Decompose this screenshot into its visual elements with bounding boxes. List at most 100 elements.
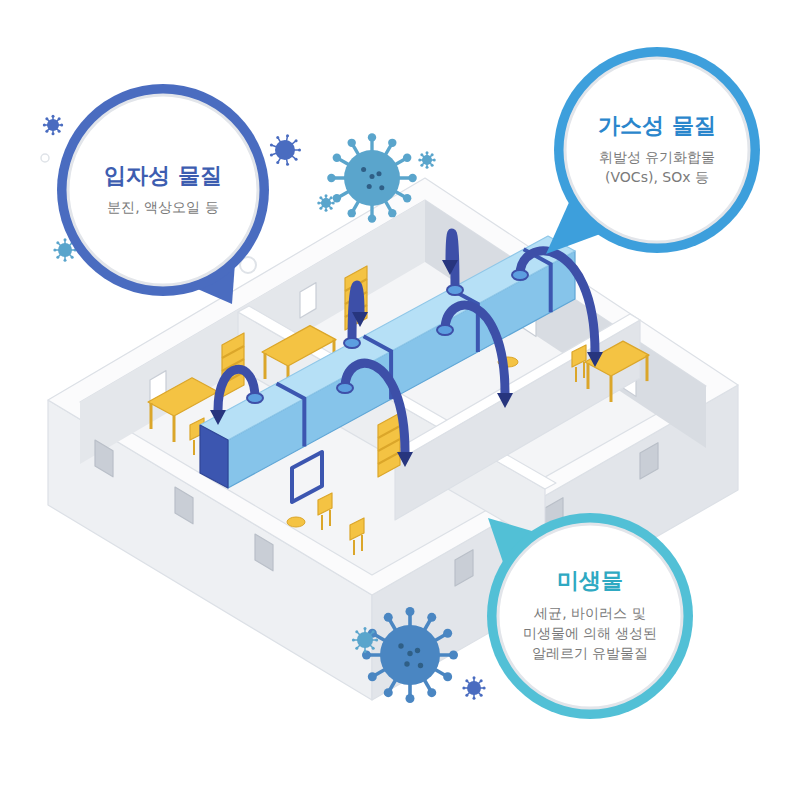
virus-knob [317,202,320,205]
pipe-collar [337,383,353,393]
virus-knob [64,238,67,241]
bubble-ring [57,84,269,296]
bubble-face [498,524,682,708]
virus-knob [43,124,46,127]
table-leg [610,376,613,402]
virus [270,134,301,166]
virus-knob [443,672,452,681]
table [148,378,218,416]
window [455,550,473,586]
diffuser [442,260,458,275]
window [175,487,193,524]
virus-knob [372,630,375,633]
virus-body [321,198,331,208]
pipe-collar [512,270,528,280]
virus [352,627,378,653]
virus-knob [64,259,67,262]
virus-dot [418,663,423,668]
callout-heading: 미생물 [557,568,623,594]
decor-ring [41,154,49,162]
pipe-collar [437,325,453,335]
callout-body: 세균, 바이러스 및 미생물에 의해 생성된 알레르기 유발물질 [516,603,664,664]
diffuser [352,312,368,327]
table-leg [646,355,649,381]
virus-knob [362,651,371,660]
virus-knob [368,672,377,681]
virus-knob [348,209,356,217]
virus-knob [384,613,393,622]
chair-leg [321,515,323,530]
callout-body: 휘발성 유기화합물 (VOCs), SOx 등 [582,147,732,188]
bubble-face [68,95,258,285]
shelf-board [378,452,400,464]
callout-heading: 입자성 물질 [104,163,222,189]
chair-leg [361,535,363,551]
virus-knob [431,153,434,156]
duct-joint [451,289,478,352]
virus-knob [406,694,415,703]
chair-leg [193,440,195,455]
duct-joint [277,383,305,446]
virus-knob [52,115,55,118]
duct [200,236,575,502]
virus [317,194,335,212]
virus-knob [427,613,436,622]
callout-bubble: 입자성 물질분진, 액상오일 등 [57,84,269,296]
virus-knob [426,166,429,169]
virus-knob [330,196,333,199]
virus [462,676,485,699]
pipe [218,369,255,410]
virus-knob [56,256,59,259]
virus-body [47,119,59,131]
stool [287,517,305,527]
bubble-ring [554,47,760,253]
shelf-board [378,426,400,438]
virus [362,607,458,703]
virus-knob [473,676,476,679]
window [640,443,658,479]
virus-knob [388,139,396,147]
virus-knob [403,194,411,202]
table-leg [587,363,590,389]
table-leg [150,403,153,429]
callout-body: 분진, 액상오일 등 [107,197,218,217]
bubble-text: 미생물세균, 바이러스 및 미생물에 의해 생성된 알레르기 유발물질 [516,568,664,663]
virus-knob [325,194,328,197]
bubble-face [565,58,749,242]
virus-knob [388,209,396,217]
virus-knob [295,139,298,142]
virus-body [344,150,400,206]
virus-knob [420,153,423,156]
virus-knob [368,133,376,141]
virus-dot [407,651,412,656]
virus-knob [295,158,298,161]
virus-dot [398,643,403,648]
virus-knob [480,679,483,682]
virus-knob [270,153,273,156]
virus-knob [319,196,322,199]
virus-knob [58,117,61,120]
virus-knob [375,639,378,642]
virus-knob [45,117,48,120]
virus-knob [406,607,415,616]
virus-knob [270,144,273,147]
virus-body [275,140,295,160]
chair-leg [329,510,331,526]
virus-body [58,243,72,257]
shelf-board [222,346,244,358]
pipe-collar [447,285,463,295]
virus-knob [276,136,279,139]
window [255,534,273,571]
virus-knob [330,207,333,210]
virus [43,115,63,135]
virus-knob [462,687,465,690]
virus-knob [52,132,55,135]
virus-knob [403,154,411,162]
virus-knob [332,202,335,205]
virus-knob [427,688,436,697]
pipe [445,305,505,393]
virus-knob [53,249,56,252]
virus-dot [376,171,381,176]
diffuser [210,410,226,425]
virus-dot [415,648,420,653]
